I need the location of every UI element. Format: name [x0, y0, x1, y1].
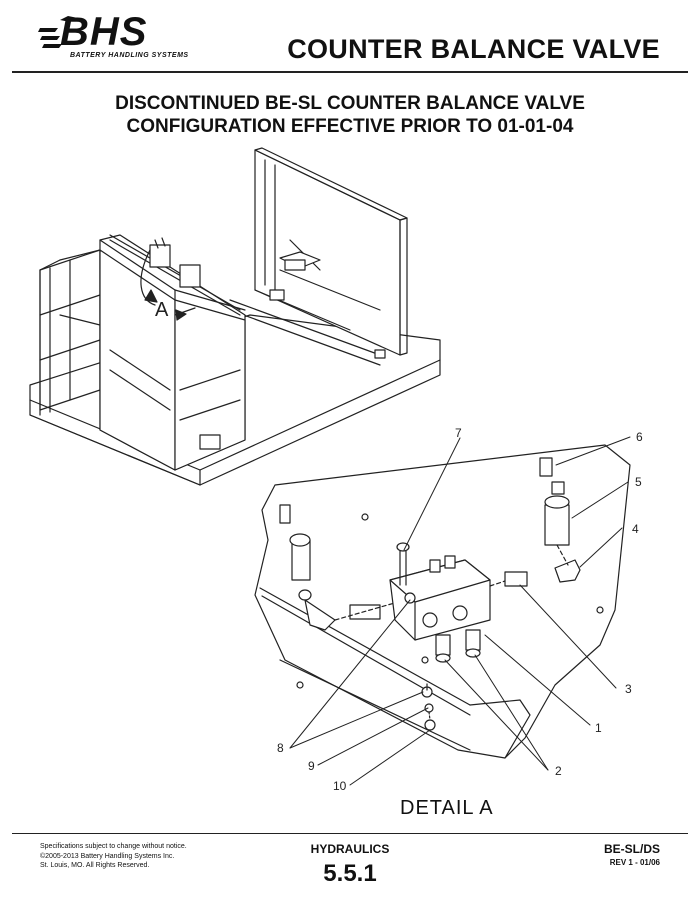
legal-line-3: St. Louis, MO. All Rights Reserved.: [40, 862, 150, 869]
callout-5: 5: [635, 475, 642, 489]
drawing-subtitle: DISCONTINUED BE-SL COUNTER BALANCE VALVE…: [0, 92, 700, 138]
machine-frame-drawing: [29, 147, 441, 486]
footer-legal: Specifications subject to change without…: [40, 842, 187, 871]
page-title: COUNTER BALANCE VALVE: [287, 34, 660, 64]
footer-divider: [12, 833, 688, 834]
callout-3: 3: [625, 682, 632, 696]
model-code: BE-SL/DS: [603, 842, 660, 856]
callout-8: 8: [277, 741, 284, 755]
callout-9: 9: [308, 759, 315, 773]
legal-line-1: Specifications subject to change without…: [40, 843, 187, 850]
revision-label: REV 1 - 01/06: [609, 858, 660, 867]
technical-drawing: A: [29, 147, 643, 793]
callout-numbers: 1 2 3 4 5 6 7 8 9 10: [277, 426, 643, 793]
legal-line-2: ©2005-2013 Battery Handling Systems Inc.: [40, 852, 175, 860]
logo-subtitle: BATTERY HANDLING SYSTEMS: [70, 52, 189, 59]
view-callout-label: A: [155, 299, 169, 321]
callout-7: 7: [455, 426, 462, 440]
callout-10: 10: [333, 779, 347, 793]
page-number: 5.5.1: [323, 860, 377, 887]
detail-a-drawing: [254, 444, 631, 759]
callout-4: 4: [632, 522, 639, 536]
section-name: HYDRAULICS: [310, 842, 390, 856]
callout-1: 1: [595, 721, 602, 735]
subtitle-line-2: CONFIGURATION EFFECTIVE PRIOR TO 01-01-0…: [126, 116, 574, 137]
callout-leaders: [289, 436, 631, 786]
bhs-logo-icon: [38, 16, 78, 48]
callout-6: 6: [636, 430, 643, 444]
subtitle-line-1: DISCONTINUED BE-SL COUNTER BALANCE VALVE: [115, 93, 585, 114]
callout-2: 2: [555, 764, 562, 778]
logo-text: BHS: [60, 10, 148, 54]
detail-label: DETAIL A: [400, 797, 494, 819]
header-divider: [12, 71, 688, 73]
